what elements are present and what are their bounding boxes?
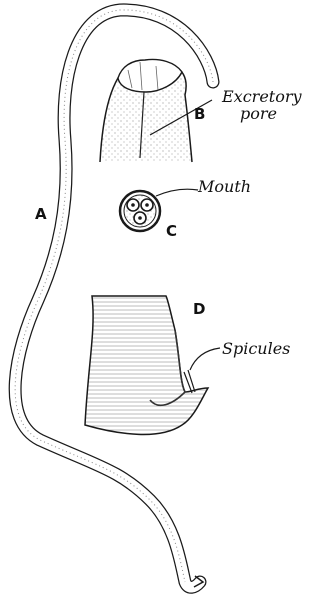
label-excretory: Excretory [222, 88, 302, 105]
label-c: C [166, 222, 177, 240]
label-pore: pore [240, 105, 277, 122]
label-a: A [35, 205, 47, 223]
mouth-view-c [120, 189, 198, 231]
label-b: B [194, 105, 205, 123]
label-d: D [193, 300, 205, 318]
label-spicules: Spicules [222, 340, 290, 357]
label-mouth: Mouth [198, 178, 251, 195]
